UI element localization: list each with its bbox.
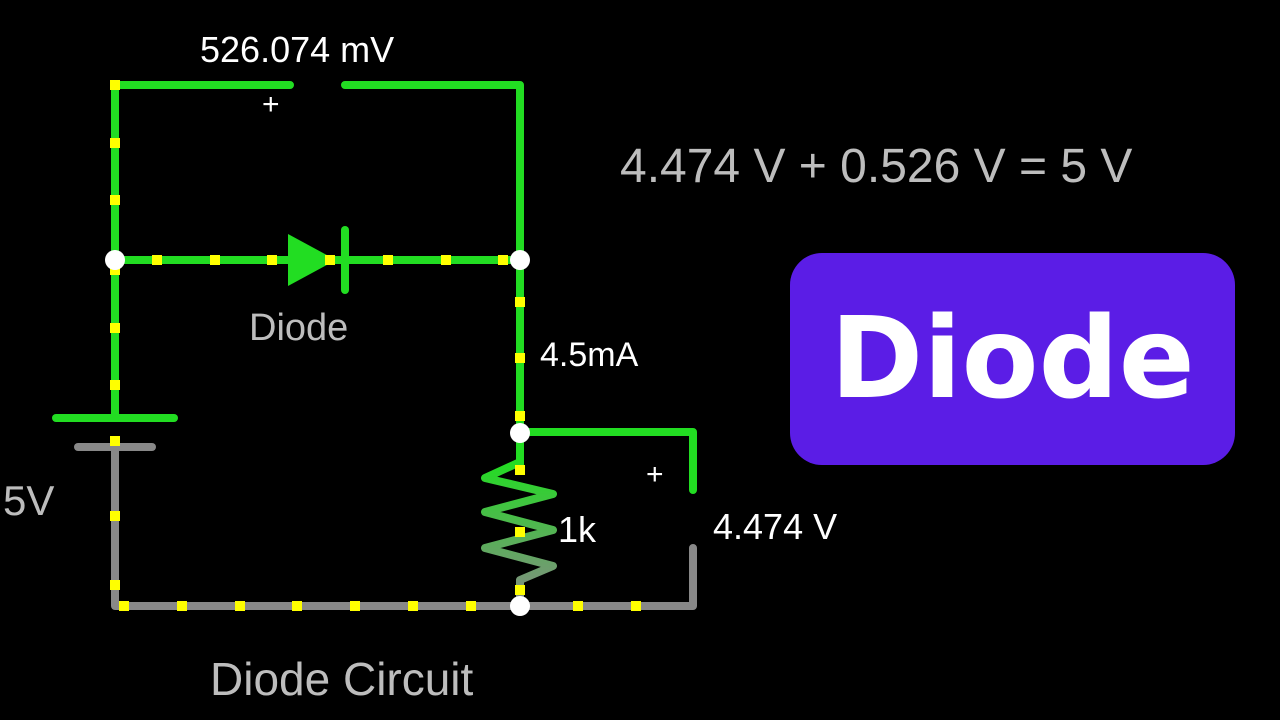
- source-voltage-label: 5V: [3, 477, 55, 524]
- current-dot: [110, 195, 120, 205]
- current-dot: [631, 601, 641, 611]
- current-dot: [325, 255, 335, 265]
- junction-node: [510, 423, 530, 443]
- current-reading: 4.5mA: [540, 336, 639, 374]
- diode-icon: [288, 234, 336, 286]
- current-dot: [515, 527, 525, 537]
- current-dot: [408, 601, 418, 611]
- current-dot: [110, 580, 120, 590]
- resistor-voltage-reading: 4.474 V: [713, 506, 838, 547]
- current-dot: [235, 601, 245, 611]
- resistor-label: 1k: [558, 509, 597, 550]
- current-dot: [110, 380, 120, 390]
- current-dot: [110, 436, 120, 446]
- wire-voltmeter: [516, 428, 697, 494]
- badge-title: Diode: [830, 294, 1195, 424]
- current-dot: [573, 601, 583, 611]
- title-badge: Diode: [790, 253, 1235, 465]
- junction-node: [510, 250, 530, 270]
- diode-label: Diode: [249, 307, 349, 349]
- current-dot: [177, 601, 187, 611]
- current-dot: [498, 255, 508, 265]
- current-dot: [110, 323, 120, 333]
- current-dot: [383, 255, 393, 265]
- resistor-meter-plus: +: [646, 458, 664, 491]
- wire-ground: [111, 443, 697, 610]
- junction-node: [510, 596, 530, 616]
- caption: Diode Circuit: [210, 653, 474, 705]
- current-dot: [152, 255, 162, 265]
- diode-meter-plus: +: [262, 88, 280, 121]
- resistor-icon: [481, 458, 557, 610]
- wire-right-top: [341, 81, 524, 474]
- current-dot: [210, 255, 220, 265]
- current-dot: [292, 601, 302, 611]
- current-dot: [515, 585, 525, 595]
- current-dot: [119, 601, 129, 611]
- junction-node: [105, 250, 125, 270]
- current-dot: [466, 601, 476, 611]
- current-dot: [110, 80, 120, 90]
- current-dot: [350, 601, 360, 611]
- current-dot: [515, 297, 525, 307]
- current-dot: [515, 465, 525, 475]
- current-dot: [110, 138, 120, 148]
- diode-voltage-reading: 526.074 mV: [200, 29, 395, 70]
- current-dot: [110, 511, 120, 521]
- current-dot: [515, 353, 525, 363]
- voltage-equation: 4.474 V + 0.526 V = 5 V: [620, 140, 1133, 193]
- current-dot: [267, 255, 277, 265]
- current-dot: [441, 255, 451, 265]
- current-dot: [515, 411, 525, 421]
- wire-left-top: [111, 81, 294, 422]
